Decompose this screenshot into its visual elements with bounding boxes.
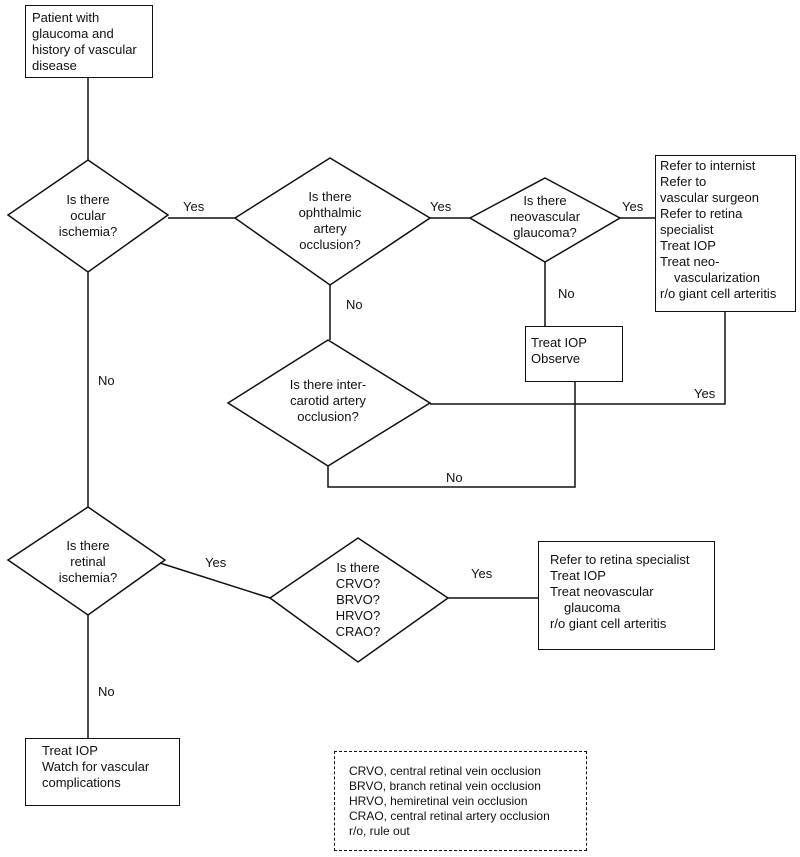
edge-label-no: No <box>558 286 575 301</box>
start-text: Patient with glaucoma and history of vas… <box>32 10 137 73</box>
action-refer-retina: Refer to retina specialist Treat IOP Tre… <box>538 541 715 650</box>
start-box: Patient with glaucoma and history of vas… <box>25 5 153 78</box>
question-ophthalmic-occlusion: Is there ophthalmic artery occlusion? <box>298 189 362 252</box>
edge-label-no: No <box>98 684 115 699</box>
edge-label-yes: Yes <box>430 199 452 214</box>
legend-hrvo: HRVO, hemiretinal vein occlusion <box>349 794 528 808</box>
legend-ro: r/o, rule out <box>349 824 410 838</box>
edge-label-no: No <box>346 297 363 312</box>
action-refer-internist: Refer to internist Refer to vascular sur… <box>655 155 796 312</box>
question-retinal-ischemia: Is there retinal ischemia? <box>58 538 118 585</box>
edge-label-yes: Yes <box>622 199 644 214</box>
action-treat-observe: Treat IOP Observe <box>525 326 623 382</box>
question-ocular-ischemia: Is there ocular ischemia? <box>58 192 118 239</box>
legend-crao: CRAO, central retinal artery occlusion <box>349 809 550 823</box>
abbreviation-legend: CRVO, central retinal vein occlusion BRV… <box>334 751 587 851</box>
legend-crvo: CRVO, central retinal vein occlusion <box>349 764 541 778</box>
diamond-vein-occlusions <box>268 537 450 663</box>
legend-brvo: BRVO, branch retinal vein occlusion <box>349 779 541 793</box>
edge-label-yes: Yes <box>205 555 227 570</box>
question-neovascular-glaucoma: Is there neovascular glaucoma? <box>509 193 581 240</box>
edge-label-no: No <box>98 373 115 388</box>
action-treat-watch: Treat IOP Watch for vascular complicatio… <box>25 738 180 806</box>
edge-label-yes: Yes <box>694 386 716 401</box>
question-vein-occlusions: Is there CRVO? BRVO? HRVO? CRAO? <box>335 560 381 639</box>
edge-label-no: No <box>446 470 463 485</box>
edge-label-yes: Yes <box>183 199 205 214</box>
question-intercarotid-occlusion: Is there inter- carotid artery occlusion… <box>289 377 367 424</box>
edge-label-yes: Yes <box>471 566 493 581</box>
